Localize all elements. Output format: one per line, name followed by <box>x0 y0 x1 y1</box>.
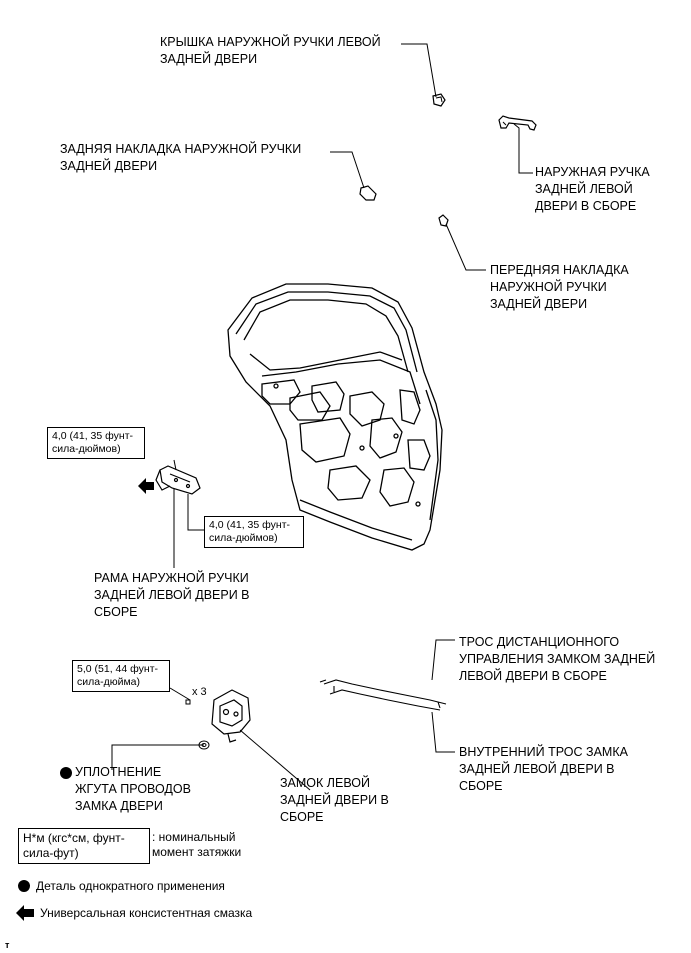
leader-cover <box>401 43 437 98</box>
legend-torque-unit-box: Н*м (кгс*см, фунт- сила-фут) <box>18 828 150 864</box>
leader-lock <box>239 729 311 791</box>
leader-front-pad <box>445 223 486 271</box>
label-remote-control-cable: ТРОС ДИСТАНЦИОННОГО УПРАВЛЕНИЯ ЗАМКОМ ЗА… <box>459 635 656 683</box>
non-reusable-icon <box>60 767 72 779</box>
legend-torque-unit-desc: : номинальный момент затяжки <box>152 830 242 859</box>
label-outside-handle-assembly: НАРУЖНАЯ РУЧКА ЗАДНЕЙ ЛЕВОЙ ДВЕРИ В СБОР… <box>535 165 650 213</box>
leader-frame-upper <box>173 459 177 471</box>
leader-frame-lower <box>187 494 204 531</box>
label-front-outside-handle-pad: ПЕРЕДНЯЯ НАКЛАДКА НАРУЖНОЙ РУЧКИ ЗАДНЕЙ … <box>490 263 629 311</box>
leader-handle <box>513 123 533 174</box>
lock-cables <box>319 679 447 711</box>
label-rear-outside-handle-pad: ЗАДНЯЯ НАКЛАДКА НАРУЖНОЙ РУЧКИ ЗАДНЕЙ ДВ… <box>60 142 302 173</box>
outside-handle-cover-part <box>432 93 446 107</box>
leader-rear-pad <box>330 151 365 189</box>
outside-handle-frame-part <box>155 465 201 495</box>
footer-mark: т <box>5 940 10 950</box>
rear-door-panel <box>227 283 443 551</box>
torque-box-lock: 5,0 (51, 44 фунт- сила-дюйма) <box>72 660 170 692</box>
label-wire-harness-seal: УПЛОТНЕНИЕ ЖГУТА ПРОВОДОВ ЗАМКА ДВЕРИ <box>75 765 191 813</box>
torque-box-frame-upper: 4,0 (41, 35 фунт- сила-дюймов) <box>47 427 145 459</box>
leader-remote-cable <box>431 639 455 681</box>
leader-seal <box>111 744 204 770</box>
legend-grease-icon <box>16 905 34 921</box>
label-outside-handle-frame: РАМА НАРУЖНОЙ РУЧКИ ЗАДНЕЙ ЛЕВОЙ ДВЕРИ В… <box>94 571 250 619</box>
label-outside-handle-cover: КРЫШКА НАРУЖНОЙ РУЧКИ ЛЕВОЙ ЗАДНЕЙ ДВЕРИ <box>160 35 381 66</box>
door-lock-part <box>211 689 251 743</box>
legend-non-reusable-icon <box>18 880 30 892</box>
legend-non-reusable-text: Деталь однократного применения <box>36 879 225 893</box>
torque-box-frame-lower: 4,0 (41, 35 фунт- сила-дюймов) <box>204 516 304 548</box>
rear-outside-handle-pad-part <box>359 185 377 201</box>
leader-inside-cable <box>431 711 455 753</box>
label-door-lock: ЗАМОК ЛЕВОЙ ЗАДНЕЙ ДВЕРИ В СБОРЕ <box>280 776 389 824</box>
legend-grease-text: Универсальная консистентная смазка <box>40 906 253 920</box>
leader-lock-torque <box>169 687 191 701</box>
outside-handle-part <box>498 115 537 131</box>
screw-part <box>185 699 191 705</box>
front-outside-handle-pad-part <box>438 214 449 227</box>
label-screw-count: x 3 <box>192 686 207 698</box>
label-inside-lock-cable: ВНУТРЕННИЙ ТРОС ЗАМКА ЗАДНЕЙ ЛЕВОЙ ДВЕРИ… <box>459 745 628 793</box>
grease-arrow-icon <box>138 478 154 494</box>
